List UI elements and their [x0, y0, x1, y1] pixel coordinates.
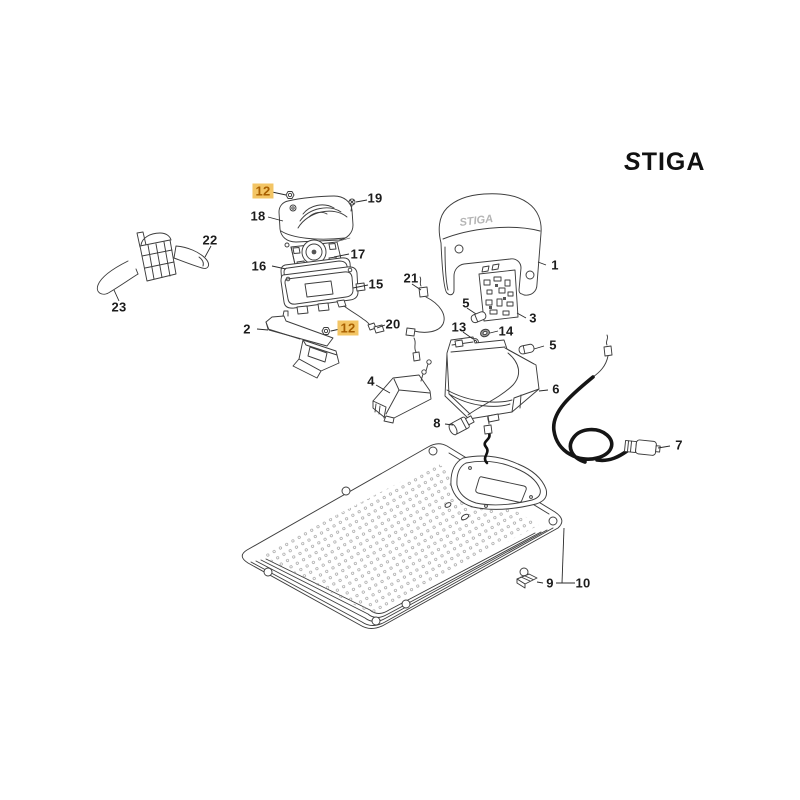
part-dock: [450, 415, 547, 510]
part-6-housing: [444, 336, 540, 423]
part-21-cable: [405, 276, 445, 337]
part-8-plug: [448, 415, 475, 436]
part-label-12-top: 12: [252, 183, 274, 199]
part-label-4: 4: [367, 373, 375, 389]
part-label-22: 22: [202, 232, 218, 248]
part-3-pcb: [478, 263, 519, 322]
part-23-bail: [96, 260, 139, 295]
part-14-grommet: [480, 328, 490, 338]
part-label-19: 19: [367, 190, 383, 206]
part-label-21: 21: [403, 270, 419, 286]
part-22-handle: [136, 231, 210, 282]
part-5-clip-upper: [470, 311, 487, 324]
part-label-7: 7: [675, 437, 683, 453]
part-label-12-lower: 12: [337, 320, 359, 336]
part-label-5-upper: 5: [462, 295, 470, 311]
hood-embossed-logo: STIGA: [459, 213, 494, 229]
part-20-connector: [367, 322, 385, 334]
part-15-housing: [280, 266, 372, 328]
part-5-clip-lower: [518, 343, 535, 355]
part-7-cable: [552, 334, 661, 464]
part-4-bracket: [372, 374, 432, 424]
part-label-5-lower: 5: [549, 337, 557, 353]
part-label-23: 23: [111, 299, 127, 315]
part-2-flap: [265, 310, 340, 379]
part-label-8: 8: [433, 415, 441, 431]
part-19-screw: [348, 198, 356, 212]
part-label-18: 18: [250, 208, 266, 224]
part-label-15: 15: [368, 276, 384, 292]
part-label-10: 10: [575, 575, 591, 591]
part-label-6: 6: [552, 381, 560, 397]
part-9-clip: [516, 573, 538, 589]
part-label-9: 9: [546, 575, 554, 591]
part-12-nut-top: [285, 191, 295, 199]
part-label-17: 17: [350, 246, 366, 262]
part-12-nut-lower: [321, 327, 331, 335]
part-label-2: 2: [243, 321, 251, 337]
part-label-13: 13: [451, 319, 467, 335]
stiga-logo: STIGA: [624, 148, 706, 176]
part-label-14: 14: [498, 323, 514, 339]
part-label-20: 20: [385, 316, 401, 332]
part-screws-small: [412, 337, 432, 382]
part-18-cover: [278, 195, 354, 243]
part-1-hood: STIGA: [438, 193, 542, 296]
part-label-3: 3: [529, 310, 537, 326]
part-label-1: 1: [551, 257, 559, 273]
part-label-16: 16: [251, 258, 267, 274]
